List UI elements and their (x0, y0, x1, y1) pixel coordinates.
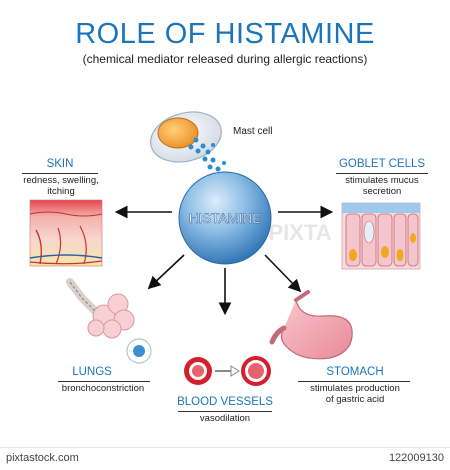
stomach-illustration (269, 290, 353, 360)
histamine-label: HISTAMINE (189, 211, 262, 226)
lungs-rule (58, 381, 150, 382)
goblet-description: stimulates mucus secretion (330, 175, 434, 197)
mast-cell-illustration (150, 111, 230, 187)
lungs-description-line: bronchoconstriction (61, 383, 145, 394)
goblet-rule (336, 173, 428, 174)
lungs-heading: LUNGS (72, 366, 112, 378)
histamine-sphere: HISTAMINE (178, 171, 272, 265)
mast-cell-label: Mast cell (233, 126, 273, 137)
skin-rule (22, 173, 98, 174)
skin-description-line: redness, swelling, (23, 175, 99, 186)
footer-bar (0, 447, 450, 470)
blood-vessels-heading: BLOOD VESSELS (177, 396, 273, 408)
stomach-description-line: stimulates production (310, 383, 400, 394)
page-title: ROLE OF HISTAMINE (75, 18, 375, 50)
stomach-heading: STOMACH (326, 366, 384, 378)
blood-description: vasodilation (170, 413, 280, 424)
lungs-description: bronchoconstriction (48, 383, 158, 394)
footer-site: pixtastock.com (6, 452, 79, 464)
skin-description: redness, swelling, itching (14, 175, 108, 197)
goblet-cells-illustration (341, 202, 421, 270)
blood-description-line: vasodilation (199, 413, 251, 424)
footer-image-id: 122009130 (388, 452, 444, 464)
blood-vessels-illustration (184, 356, 271, 386)
goblet-description-line: stimulates mucus (345, 175, 419, 186)
histamine-diagram: PIXTA HISTAMINE (29, 111, 421, 386)
watermark: PIXTA (268, 220, 331, 245)
stomach-description: stimulates production of gastric acid (294, 383, 416, 405)
lungs-illustration (66, 278, 152, 364)
stomach-rule (298, 381, 410, 382)
skin-illustration (29, 199, 103, 267)
stomach-description-line: of gastric acid (325, 394, 385, 405)
skin-heading: SKIN (46, 158, 74, 170)
goblet-cells-heading: GOBLET CELLS (338, 158, 426, 170)
page-subtitle: (chemical mediator released during aller… (82, 52, 368, 66)
blood-rule (178, 411, 272, 412)
effect-arrows (114, 205, 334, 316)
goblet-description-line: secretion (362, 186, 402, 197)
skin-description-line: itching (47, 186, 75, 197)
